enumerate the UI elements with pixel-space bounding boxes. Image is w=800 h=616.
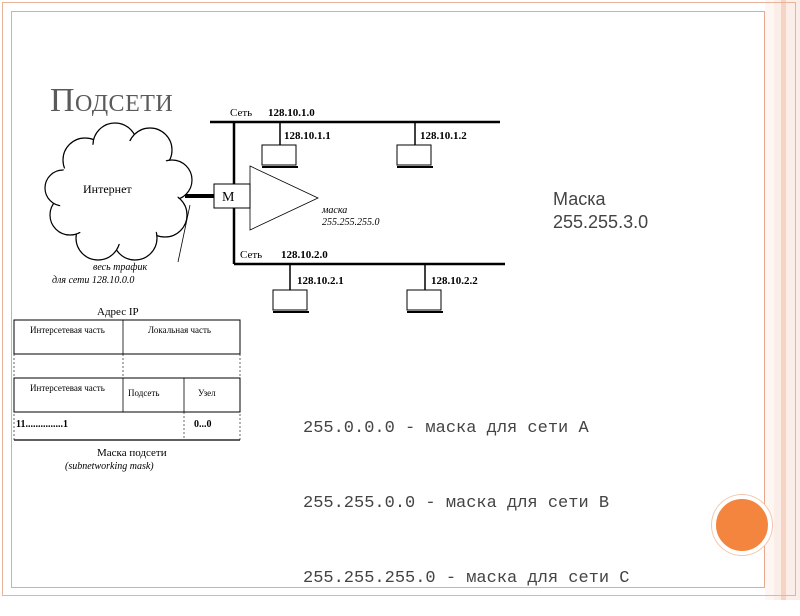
row2-node: Узел bbox=[198, 388, 216, 398]
mask-word: маска bbox=[321, 205, 347, 216]
traffic-note-1: весь трафик bbox=[93, 262, 147, 273]
page-title: Подсети bbox=[50, 82, 174, 119]
slide-frame-outer bbox=[2, 2, 796, 596]
mask-classes-list: 255.0.0.0 - маска для сети A 255.255.0.0… bbox=[303, 366, 629, 616]
host-2-icon bbox=[396, 144, 432, 166]
host-4-label: 128.10.2.2 bbox=[431, 275, 478, 287]
host-3-icon bbox=[272, 289, 308, 311]
mask-caption-2: (subnetworking mask) bbox=[65, 461, 154, 472]
network-diagram: Сеть 128.10.1.0 128.10.1.1 128.10.1.2 Ин… bbox=[13, 107, 505, 472]
mask-zeros: 0...0 bbox=[194, 419, 212, 430]
accent-circle bbox=[712, 495, 772, 555]
mask-class-c: 255.255.255.0 - маска для сети C bbox=[303, 569, 630, 588]
mask-class-b: 255.255.0.0 - маска для сети B bbox=[303, 494, 610, 513]
mask-ones: 11...............1 bbox=[16, 419, 68, 430]
internet-label: Интернет bbox=[83, 182, 132, 196]
net1-prefix: Сеть bbox=[230, 107, 252, 119]
row2-subnet: Подсеть bbox=[128, 388, 159, 398]
slide-frame-inner bbox=[11, 11, 765, 588]
mask-caption-1: Маска подсети bbox=[97, 447, 167, 459]
mask-info: Маска 255.255.3.0 bbox=[553, 188, 648, 234]
row1-local-part: Локальная часть bbox=[148, 325, 211, 335]
mask-triangle bbox=[249, 165, 319, 231]
ip-address-diagram: Адрес IP Интерсетевая часть Локальная ча… bbox=[13, 306, 241, 472]
mask-value: 255.255.255.0 bbox=[322, 217, 380, 228]
host-1-icon bbox=[261, 144, 297, 166]
row1-network-part: Интерсетевая часть bbox=[30, 325, 105, 335]
decorative-band bbox=[765, 0, 800, 600]
mask-info-value: 255.255.3.0 bbox=[553, 212, 649, 232]
host-4-icon bbox=[406, 289, 442, 311]
net1-address: 128.10.1.0 bbox=[268, 107, 315, 119]
host-3-label: 128.10.2.1 bbox=[297, 275, 344, 287]
ip-header: Адрес IP bbox=[97, 306, 139, 318]
net2-prefix: Сеть bbox=[240, 249, 262, 261]
row2-network-part: Интерсетевая часть bbox=[30, 383, 105, 393]
mask-class-a: 255.0.0.0 - маска для сети A bbox=[303, 419, 589, 438]
router-label: M bbox=[222, 190, 235, 205]
mask-info-label: Маска bbox=[553, 189, 606, 209]
host-1-label: 128.10.1.1 bbox=[284, 130, 331, 142]
traffic-note-2: для сети 128.10.0.0 bbox=[52, 275, 134, 286]
net2-address: 128.10.2.0 bbox=[281, 249, 328, 261]
host-2-label: 128.10.1.2 bbox=[420, 130, 467, 142]
